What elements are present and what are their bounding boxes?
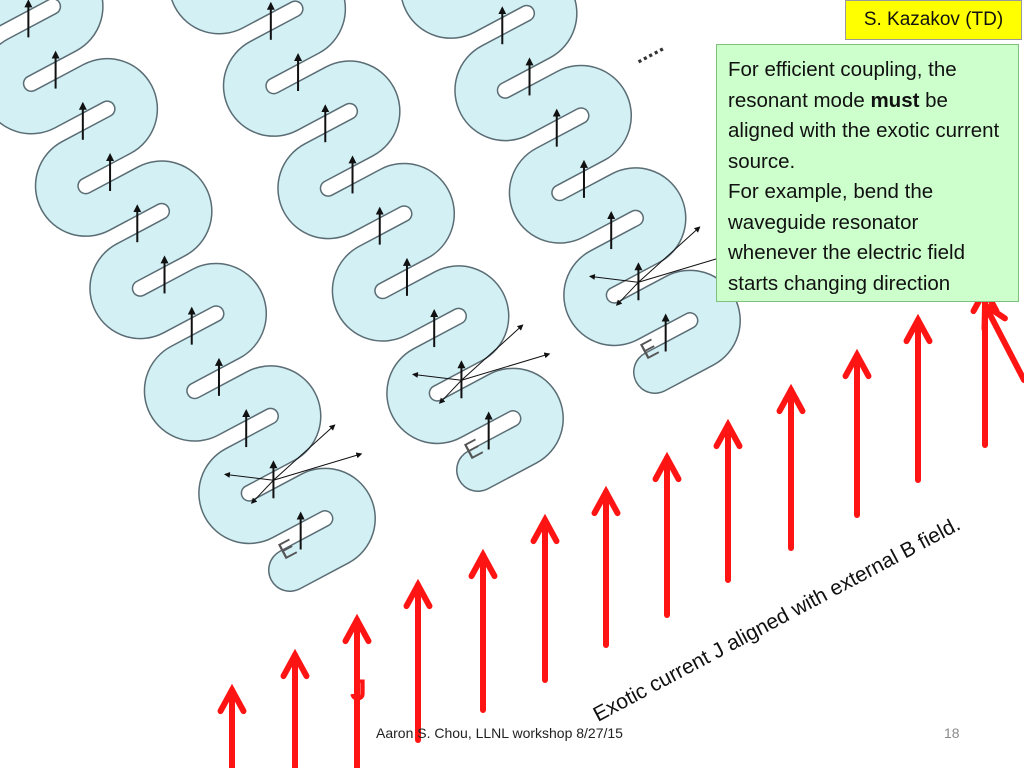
ellipsis-label: ..... [629, 32, 668, 68]
current-arrows [217, 283, 1024, 768]
fan-field-arrow [273, 424, 336, 481]
current-arrow [342, 613, 372, 768]
page-number: 18 [944, 725, 960, 741]
fan-field-arrow [438, 379, 462, 404]
current-arrow [713, 418, 743, 583]
current-arrow [217, 683, 247, 768]
note-emphasis: must [870, 88, 920, 112]
fan-field-arrow [411, 371, 462, 381]
fan-field-arrow [638, 254, 728, 283]
resonator-right [387, 0, 741, 394]
fan-field-arrow [461, 352, 551, 381]
fan-field-arrow [250, 479, 274, 504]
footer-text: Aaron S. Chou, LLNL workshop 8/27/15 [376, 725, 623, 741]
current-arrow [280, 648, 310, 768]
author-badge: S. Kazakov (TD) [845, 0, 1022, 40]
current-arrow [842, 348, 872, 518]
note-paragraph-1: For efficient coupling, the resonant mod… [728, 55, 1008, 177]
current-arrow [776, 383, 806, 551]
fan-field-arrow [588, 273, 639, 283]
note-box: For efficient coupling, the resonant mod… [716, 44, 1019, 302]
current-label: J [350, 674, 367, 707]
meander-resonators [0, 0, 741, 592]
note-text: For efficient coupling, the resonant mod… [728, 58, 957, 112]
fan-field-arrow [615, 281, 639, 306]
current-arrow [591, 485, 621, 648]
resonator-left [0, 0, 376, 592]
current-arrow [903, 313, 933, 483]
current-arrow [403, 578, 433, 743]
note-text-end: be aligned with the exotic current sourc… [728, 88, 1000, 173]
current-arrow [468, 548, 498, 713]
diagram-caption: Exotic current J aligned with external B… [590, 513, 965, 727]
current-arrow [652, 451, 682, 618]
fan-field-arrow [273, 452, 363, 481]
fan-field-arrow [638, 226, 701, 283]
note-paragraph-2: For example, bend the waveguide resonato… [728, 180, 966, 295]
current-arrow [981, 299, 1024, 383]
resonator-middle [156, 0, 564, 492]
fan-field-arrow [461, 324, 524, 381]
current-arrow [530, 513, 560, 683]
fan-field-arrow [223, 471, 274, 481]
